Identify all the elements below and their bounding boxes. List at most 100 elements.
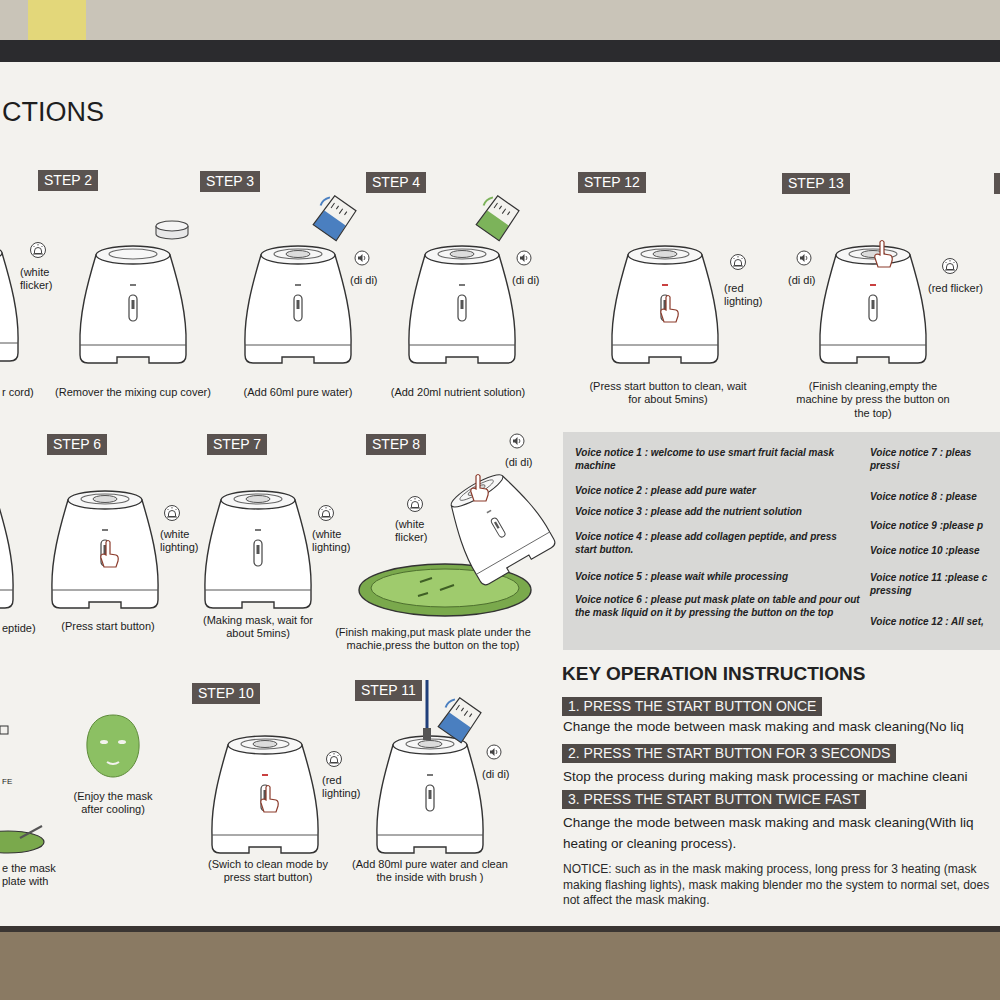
pointing-hand <box>875 241 892 268</box>
machine-drawing <box>406 739 454 749</box>
machine-drawing <box>80 246 186 363</box>
measuring-cup <box>445 697 455 709</box>
sound-icon <box>797 251 811 265</box>
light-icon <box>35 248 42 254</box>
step-badge: STEP 10 <box>192 683 260 704</box>
machine-drawing <box>245 345 351 346</box>
section-heading: KEY OPERATION INSTRUCTIONS <box>562 663 996 686</box>
machine-drawing <box>426 785 434 811</box>
pointing-hand <box>471 475 488 502</box>
step-caption: (Remover the mixing cup cover) <box>48 386 218 399</box>
voice-notice: Voice notice 7 : pleas pressi <box>870 446 994 472</box>
machine-drawing <box>662 284 668 286</box>
light-icon <box>733 266 743 267</box>
page-title: CTIONS <box>2 98 104 128</box>
machine-drawing <box>377 736 483 853</box>
voice-notice: Voice notice 6 : please put mask plate o… <box>575 593 860 619</box>
pointing-hand <box>101 541 118 568</box>
machine-drawing <box>628 246 702 264</box>
machine-drawing <box>262 774 268 776</box>
sound-icon <box>496 750 497 754</box>
step-caption: (Press start button to clean, wait for a… <box>588 380 748 407</box>
voice-notice: Voice notice 3 : please add the nutrient… <box>575 505 860 518</box>
machine-drawing <box>820 255 926 363</box>
background <box>994 173 1000 194</box>
machine-drawing <box>476 532 549 574</box>
measuring-cup <box>331 203 347 217</box>
machine-drawing <box>418 741 442 748</box>
light-icon <box>322 507 331 510</box>
machine-drawing <box>80 255 186 363</box>
light-icon <box>330 753 339 756</box>
step-badge: STEP 11 <box>355 680 422 701</box>
step-caption: (red flicker) <box>928 282 994 295</box>
face-mask <box>118 740 126 744</box>
sound-icon <box>526 256 527 260</box>
step-badge: STEP 8 <box>366 434 426 455</box>
machine-drawing <box>96 246 170 264</box>
step-number: STEP 7 <box>213 436 261 453</box>
background <box>0 932 1000 1000</box>
key-heading-band: 2. PRESS THE START BUTTON FOR 3 SECONDS <box>562 744 896 763</box>
sound-icon <box>513 437 518 445</box>
text-column: Voice notice 7 : pleas pressiVoice notic… <box>870 446 994 628</box>
step-caption: (red lighting) <box>724 282 774 309</box>
sound-icon <box>510 434 524 448</box>
machine-drawing <box>221 491 295 509</box>
sound-icon <box>797 251 811 265</box>
voice-notice: Voice notice 2 : please add pure water <box>575 484 860 497</box>
background <box>0 62 1000 930</box>
step-caption: r cord) <box>2 386 42 399</box>
machine-drawing <box>612 246 718 363</box>
voice-notice: Voice notice 10 :please <box>870 544 994 557</box>
machine-drawing <box>81 494 129 504</box>
pointing-hand <box>661 296 678 323</box>
voice-notice: Voice notice 5 : please wait while proce… <box>575 570 860 583</box>
machine-drawing <box>377 745 483 853</box>
machine-drawing <box>494 521 500 528</box>
machine-drawing <box>257 545 260 554</box>
sound-icon <box>355 251 369 265</box>
machine-drawing <box>437 463 557 587</box>
light-icon <box>329 763 339 764</box>
light-icon <box>731 255 746 270</box>
light-icon <box>319 506 334 521</box>
machine-drawing <box>102 529 108 531</box>
key-heading: 1. PRESS THE START BUTTON ONCE <box>568 698 816 715</box>
machine-drawing <box>490 517 506 538</box>
step-caption: (Press start button) <box>38 620 178 633</box>
light-icon <box>412 502 419 508</box>
instruction-text: Change the mode between mask making and … <box>563 813 997 855</box>
measuring-cup <box>309 192 357 241</box>
step-caption: (di di) <box>482 768 522 781</box>
step-caption: (di di) <box>350 274 390 287</box>
light-icon <box>735 260 742 266</box>
machine-drawing <box>0 244 18 361</box>
text-column: Voice notice 1 : welcome to use smart fr… <box>575 446 860 619</box>
machine-drawing <box>438 249 486 259</box>
light-icon <box>734 256 743 259</box>
light-icon <box>167 517 177 518</box>
machine-drawing <box>109 249 157 259</box>
machine-drawing <box>245 255 351 363</box>
light-icon <box>945 270 955 271</box>
light-icon <box>319 506 334 521</box>
step-number: STEP 3 <box>206 173 254 190</box>
machine-drawing <box>241 739 289 749</box>
pointing-hand <box>875 241 892 268</box>
machine-drawing <box>274 249 322 259</box>
voice-notice: Voice notice 9 :please p <box>870 519 994 532</box>
machine-drawing <box>212 835 318 836</box>
step-caption: (Add 60ml pure water) <box>228 386 368 399</box>
mask-plate <box>20 826 42 838</box>
machine-drawing <box>129 295 137 321</box>
light-icon <box>943 259 958 274</box>
machine-drawing <box>653 251 677 258</box>
machine-drawing <box>429 790 432 799</box>
cleaning-brush <box>426 680 429 728</box>
machine-drawing <box>0 500 13 608</box>
machine-drawing <box>869 295 877 321</box>
light-icon <box>327 752 342 767</box>
key-heading: 2. PRESS THE START BUTTON FOR 3 SECONDS <box>568 745 890 762</box>
machine-drawing <box>295 284 301 286</box>
